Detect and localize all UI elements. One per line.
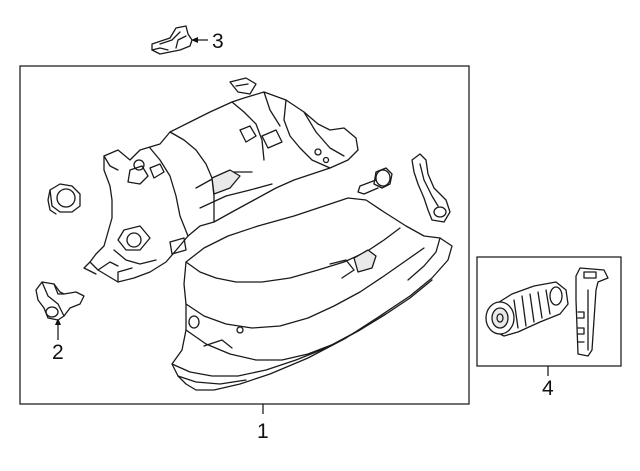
hinge-arm (411, 153, 451, 223)
callout-4: 4 (542, 377, 554, 400)
bumper-left (47, 183, 81, 215)
callout-2: 2 (52, 341, 64, 364)
callout-3: 3 (212, 30, 224, 53)
main-assembly-frame (19, 65, 470, 405)
glove-box-housing (83, 77, 359, 283)
leader-arrow-2 (55, 318, 61, 325)
lock-cylinder-part-4 (485, 281, 569, 337)
clip-part-3 (151, 25, 193, 55)
key-part-4 (575, 267, 609, 357)
callout-1: 1 (257, 420, 269, 443)
lock-kit-frame (476, 256, 622, 367)
leader-arrow-3 (191, 37, 198, 43)
glove-box-door (171, 197, 453, 391)
damper-part-2 (35, 281, 85, 321)
screw-bolt (357, 167, 393, 195)
